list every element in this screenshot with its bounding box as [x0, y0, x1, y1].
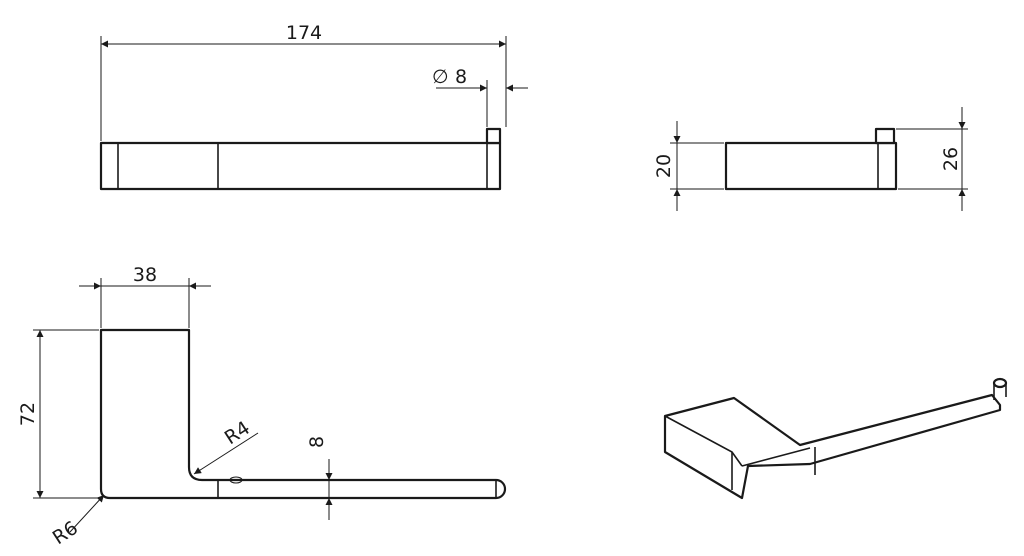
top-view	[99, 328, 507, 500]
front-view	[99, 127, 502, 191]
dimension-overall-length: 174	[100, 22, 507, 141]
dimension-depth: 72	[17, 329, 99, 499]
front-view-end-cap	[485, 127, 502, 145]
top-view-body	[99, 328, 507, 500]
isometric-body	[663, 393, 1002, 500]
dimension-label-width: 38	[133, 264, 157, 286]
isometric-rod-end	[992, 377, 1008, 389]
dimension-total-height: 26	[896, 107, 968, 211]
dimension-label-body-height: 20	[653, 154, 675, 178]
dimension-label-overall-length: 174	[286, 22, 322, 44]
top-view-screw-cap	[229, 476, 243, 484]
diameter-symbol: ∅	[432, 66, 449, 88]
dimension-label-rod-height: 8	[306, 436, 328, 448]
dimension-label-inner-radius: R4	[221, 417, 254, 449]
side-view	[724, 127, 898, 191]
dimension-label-depth: 72	[17, 402, 39, 426]
leader-line	[69, 494, 105, 533]
dimension-rod-diameter: ∅ 8	[432, 66, 528, 127]
front-view-body	[99, 141, 502, 191]
dimension-label-outer-radius: R6	[49, 517, 82, 549]
dimension-width: 38	[79, 264, 211, 328]
dimension-body-height: 20	[653, 121, 724, 211]
dimension-outer-radius: R6	[49, 494, 105, 549]
side-view-body	[724, 141, 898, 191]
dimension-inner-radius: R4	[193, 417, 259, 475]
dimension-label-rod-diameter: 8	[455, 66, 467, 88]
dimension-rod-height: 8	[306, 436, 333, 520]
leader-line	[193, 432, 259, 475]
dimension-label-total-height: 26	[940, 147, 962, 171]
isometric-view	[663, 377, 1008, 500]
side-view-end-cap	[874, 127, 896, 145]
isometric-front-edge	[741, 447, 811, 467]
